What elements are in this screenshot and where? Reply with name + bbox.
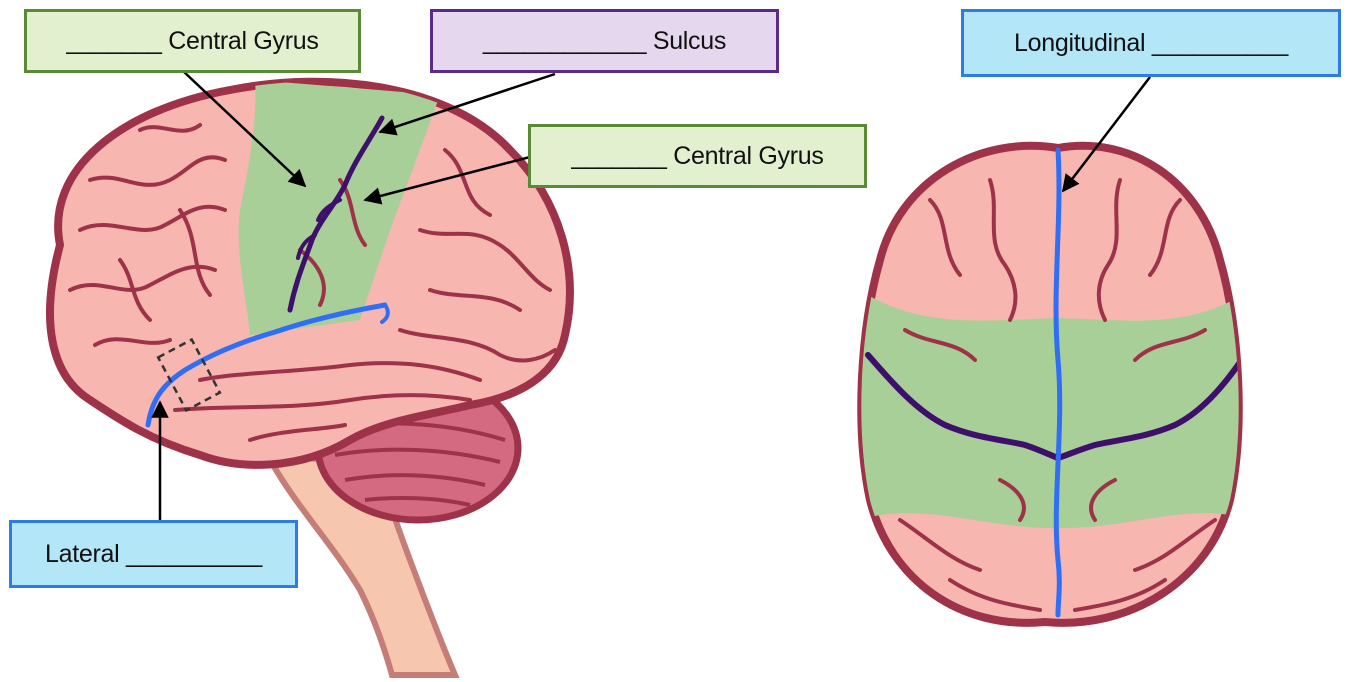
- precentral-gyrus-label: _______ Central Gyrus: [24, 9, 361, 73]
- central-sulcus-label: ____________ Sulcus: [430, 9, 779, 73]
- postcentral-gyrus-label: _______ Central Gyrus: [528, 124, 867, 188]
- longitudinal-fissure-label: Longitudinal __________: [961, 9, 1341, 77]
- lateral-sulcus-label: Lateral __________: [9, 520, 298, 588]
- superior-brain-view: [860, 146, 1250, 623]
